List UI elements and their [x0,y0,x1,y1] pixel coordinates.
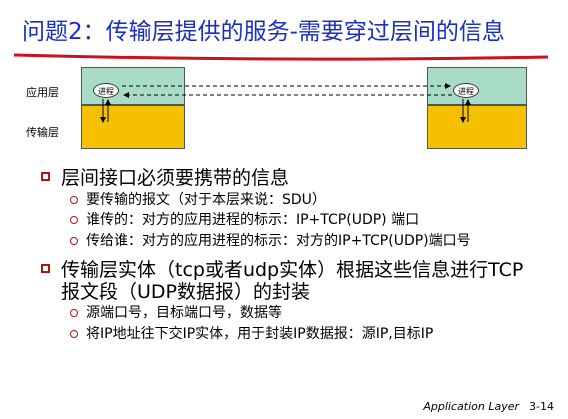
sub-bullet-marker [70,216,78,224]
right-process: 进程 [453,83,479,98]
footer-course: Application Layer [423,400,520,413]
sub-bullet-marker [70,196,78,204]
bullet-2-line-2: 报文段（UDP数据报）的封装 [61,281,310,303]
sub-bullet-marker [70,309,78,317]
footer-page-number: 3-14 [529,400,554,413]
sub-bullet-1-3: 传给谁：对方的应用进程的标示：对方的IP+TCP(UDP)端口号 [86,233,471,249]
sub-bullet-1-2: 谁传的：对方的应用进程的标示：IP+TCP(UDP) 端口 [86,212,420,228]
left-process: 进程 [93,83,119,98]
bullet-1-text: 层间接口必须要携带的信息 [61,167,290,189]
transport-layer-label: 传输层 [26,126,59,139]
left-transport-layer-box [81,105,185,149]
diagram-arrows [100,83,471,123]
bullet-2-marker [41,264,50,273]
sub-bullet-marker [70,330,78,338]
sub-bullet-2-2: 将IP地址往下交IP实体，用于封装IP数据报：源IP,目标IP [86,326,434,342]
sub-bullet-marker [70,237,78,245]
title-underline [13,53,549,61]
bullet-1-marker [41,172,50,181]
sub-bullet-1-1: 要传输的报文（对于本层来说：SDU） [86,192,326,208]
slide-footer: Application Layer 3-14 [423,400,554,413]
right-transport-layer-box [427,105,527,149]
slide-title: 问题2：传输层提供的服务-需要穿过层间的信息 [22,19,505,45]
app-layer-label: 应用层 [26,86,59,99]
bullet-2-line-1: 传输层实体（tcp或者udp实体）根据这些信息进行TCP [61,259,524,281]
sub-bullet-2-1: 源端口号，目标端口号，数据等 [86,305,282,321]
